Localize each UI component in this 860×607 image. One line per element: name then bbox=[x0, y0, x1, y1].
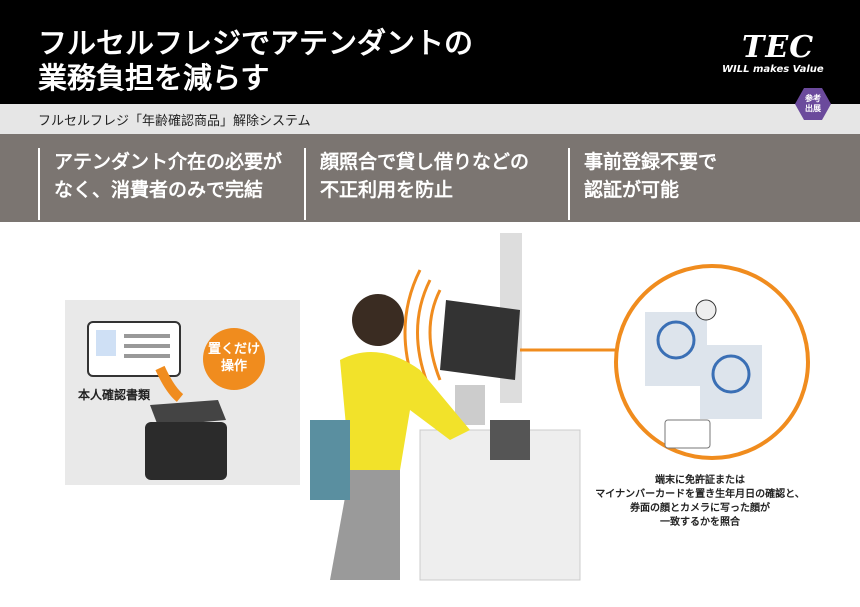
feature-band bbox=[0, 134, 860, 222]
arrow-icon bbox=[155, 365, 184, 402]
id-document-label: 本人確認書類 bbox=[78, 388, 151, 402]
feature-text: 認証が可能 bbox=[584, 179, 680, 201]
subtitle: フルセルフレジ「年齢確認商品」解除システム bbox=[38, 114, 311, 129]
place-only-badge: 置くだけ操作 bbox=[203, 328, 265, 390]
feature-2: 顔照合で貸し借りなどの不正利用を防止 bbox=[304, 148, 529, 220]
caption-line: 一致するかを照合 bbox=[660, 517, 740, 528]
feature-text: 事前登録不要で bbox=[584, 151, 718, 173]
badge-line: 操作 bbox=[220, 359, 247, 374]
slogan: WILL makes Value bbox=[722, 64, 824, 75]
caption-line: 券面の顔とカメラに写った顔が bbox=[630, 503, 770, 514]
reference-exhibit-badge: 参考出展 bbox=[795, 88, 831, 120]
title-line-1: フルセルフレジでアテンダントの bbox=[38, 26, 474, 60]
id-card-icon bbox=[87, 321, 181, 377]
page-title: フルセルフレジでアテンダントの業務負担を減らす bbox=[38, 26, 638, 96]
customer-figure bbox=[310, 294, 470, 580]
kiosk bbox=[419, 233, 581, 581]
header-bar bbox=[0, 0, 860, 104]
id-reader-device bbox=[145, 400, 227, 480]
tec-logo: TEC bbox=[742, 30, 815, 65]
caption-line: マイナンバーカードを置き生年月日の確認と、 bbox=[595, 489, 805, 500]
caption-line: 端末に免許証または bbox=[655, 475, 745, 486]
badge-text: 参考出展 bbox=[805, 94, 821, 113]
face-match-illustration bbox=[645, 299, 762, 449]
title-line-2: 業務負担を減らす bbox=[38, 61, 270, 95]
badge-line: 置くだけ bbox=[207, 342, 260, 357]
camera-icon bbox=[695, 299, 717, 321]
feature-text: 不正利用を防止 bbox=[320, 179, 454, 201]
caption: 端末に免許証または マイナンバーカードを置き生年月日の確認と、 券面の顔とカメラ… bbox=[585, 474, 815, 530]
feature-text: アテンダント介在の必要が bbox=[54, 151, 283, 173]
feature-3: 事前登録不要で認証が可能 bbox=[568, 148, 717, 220]
feature-1: アテンダント介在の必要がなく、消費者のみで完結 bbox=[38, 148, 282, 220]
feature-text: 顔照合で貸し借りなどの bbox=[320, 151, 530, 173]
feature-text: なく、消費者のみで完結 bbox=[54, 179, 264, 201]
subtitle-band bbox=[0, 104, 860, 134]
